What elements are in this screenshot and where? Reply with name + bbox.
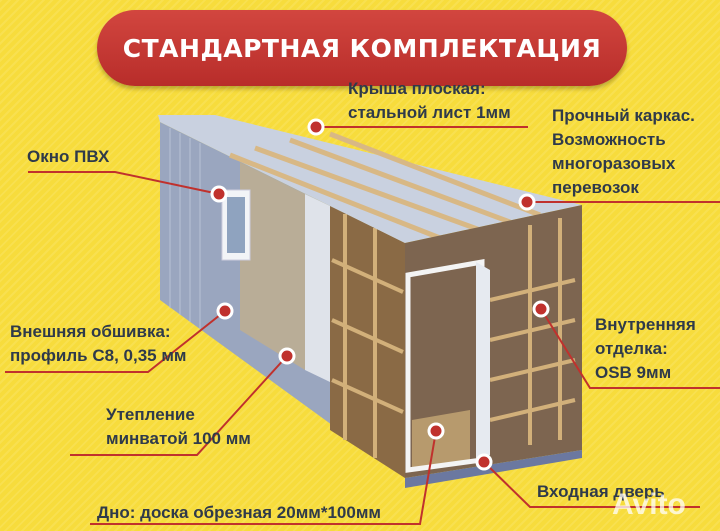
- exterior-dot: [216, 302, 234, 320]
- insulation: [240, 162, 305, 370]
- inner-panel: [305, 194, 330, 382]
- floor-leader: [90, 430, 437, 525]
- interior-label: Внутренняя отделка: OSB 9мм: [595, 315, 696, 382]
- frame-dot: [518, 193, 536, 211]
- base-rail: [405, 450, 582, 488]
- frame-label: Прочный каркас. Возможность многоразовых…: [552, 106, 695, 197]
- floor-label: Дно: доска обрезная 20мм*100мм: [97, 503, 381, 522]
- entrance-door: [476, 262, 490, 462]
- wooden-frame: [330, 206, 405, 478]
- exterior-label: Внешняя обшивка: профиль С8, 0,35 мм: [10, 322, 187, 365]
- door-leader: [483, 461, 700, 508]
- roof-dot: [307, 118, 325, 136]
- exterior-leader: [5, 310, 226, 373]
- door-label: Входная дверь: [537, 482, 665, 501]
- avito-watermark: Avito: [612, 488, 686, 521]
- window-leader: [28, 171, 220, 195]
- insulation-label: Утепление минватой 100 мм: [106, 405, 251, 448]
- floor-dot: [427, 422, 445, 440]
- insulation-dot: [278, 347, 296, 365]
- window-dot: [210, 185, 228, 203]
- floor: [412, 410, 470, 470]
- door-dot: [475, 453, 493, 471]
- title: СТАНДАРТНАЯ КОМПЛЕКТАЦИЯ: [122, 33, 602, 63]
- insulation-leader: [70, 355, 288, 456]
- interior-leader: [540, 308, 720, 389]
- title-banner: СТАНДАРТНАЯ КОМПЛЕКТАЦИЯ: [97, 10, 627, 86]
- window-label: Окно ПВХ: [27, 147, 110, 166]
- interior-dot: [532, 300, 550, 318]
- roof-label: Крыша плоская: стальной лист 1мм: [348, 79, 511, 122]
